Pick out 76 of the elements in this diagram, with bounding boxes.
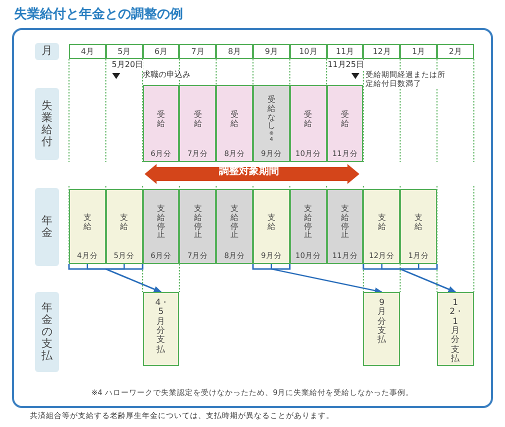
month-text: 2月: [448, 46, 462, 57]
month-header: [106, 44, 143, 59]
month-text: 9月: [264, 46, 278, 57]
payment-box: [437, 292, 474, 366]
row-heading-text: 年金の支払: [40, 302, 54, 362]
date-label: 5月20日: [112, 60, 144, 70]
row-heading-text: 失業給付: [40, 100, 54, 148]
month-text: 4月: [80, 46, 94, 57]
payment-text: 9月分支払: [376, 299, 388, 346]
panel: [12, 28, 493, 408]
month-cell: [290, 189, 327, 264]
month-cell: [142, 85, 180, 162]
row-heading: [35, 43, 59, 60]
month-cell: [142, 189, 180, 264]
month-header: [179, 44, 216, 59]
payment-box: [142, 292, 180, 366]
status-text: 支給停止: [156, 204, 166, 240]
title: 失業給付と年金との調整の例: [14, 6, 183, 23]
month-cell: [253, 85, 290, 162]
month-cell: [179, 189, 216, 264]
month-cell: [106, 189, 143, 264]
arrow: [400, 264, 456, 293]
status-text: 支給: [82, 214, 92, 232]
row-heading-text: 年金: [40, 214, 54, 240]
month-cell: [326, 189, 364, 264]
month-cell: [253, 189, 290, 264]
month-header: [290, 44, 327, 59]
status-text: 支給停止: [230, 204, 240, 240]
row-heading: [35, 88, 59, 160]
date-label: 11月25日: [328, 60, 364, 70]
arrow: [270, 264, 383, 294]
status-text: 受給: [303, 110, 314, 128]
month-header: [216, 44, 253, 59]
month-header: [69, 44, 106, 59]
row-heading: [35, 292, 59, 372]
month-cell: [179, 85, 216, 162]
month-header: [437, 44, 474, 59]
month-header: [326, 44, 364, 59]
status-text: 支給: [119, 214, 130, 232]
annotation: 求職の申込み: [142, 70, 191, 80]
month-cell: [363, 189, 400, 264]
status-text: 支給停止: [303, 204, 314, 240]
month-header: [253, 44, 290, 59]
month-header: [363, 44, 400, 59]
month-text: 11月: [336, 46, 354, 57]
status-text: 受給: [156, 110, 166, 128]
month-text: 1月: [412, 46, 426, 57]
status-text: 受給なし: [266, 96, 276, 131]
month-text: 6月: [154, 46, 168, 57]
status-text: 受給: [340, 110, 350, 128]
status-text: 支給: [266, 214, 276, 232]
month-text: 7月: [191, 46, 204, 57]
status-text: 支給: [414, 214, 424, 232]
status-text: 受給: [230, 110, 240, 128]
status-text: 支給: [376, 214, 387, 232]
month-cell: [400, 189, 437, 264]
payment-text: 4・5月分支払: [155, 299, 167, 356]
month-header: [400, 44, 437, 59]
month-cell: [216, 85, 253, 162]
month-cell: [69, 189, 106, 264]
month-header: [142, 44, 180, 59]
arrow: [105, 264, 162, 293]
row-heading: [35, 188, 59, 266]
month-cell: [290, 85, 327, 162]
status-text: 受給: [192, 110, 203, 128]
month-text: 8月: [228, 46, 242, 57]
status-text: 支給停止: [192, 204, 203, 240]
month-cell: [326, 85, 364, 162]
month-cell: [216, 189, 253, 264]
status-text: 支給停止: [340, 204, 350, 240]
payment-box: [363, 292, 400, 366]
month-text: 5月: [118, 46, 131, 57]
payment-text: 12・1月分支払: [450, 299, 462, 364]
row-heading-text: 月: [40, 45, 54, 58]
month-text: 10月: [299, 46, 318, 57]
month-text: 12月: [372, 46, 391, 57]
